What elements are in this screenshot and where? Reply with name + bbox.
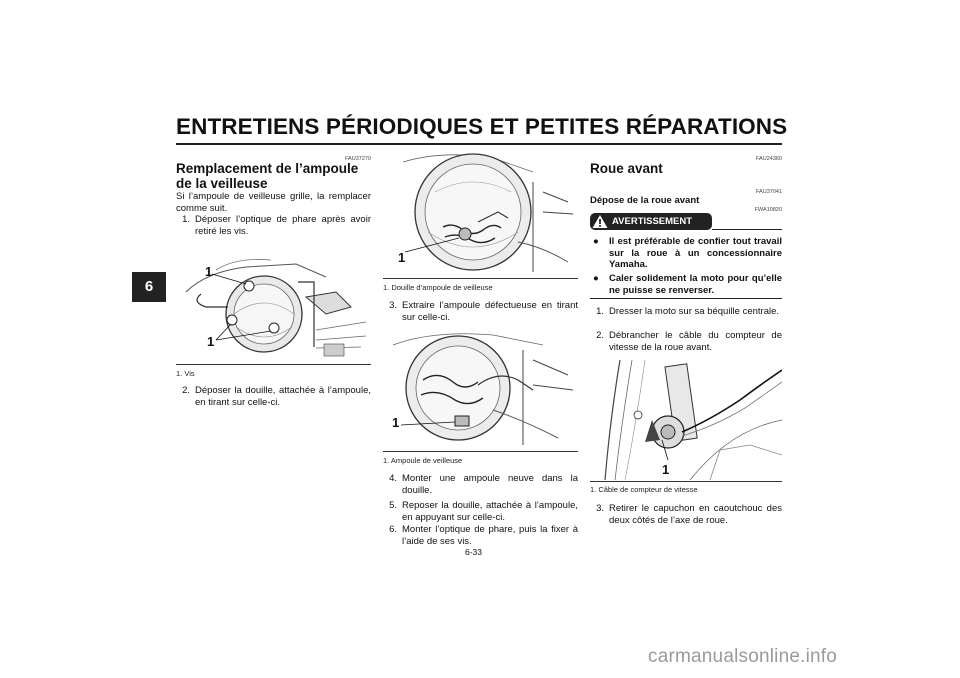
step-number: 4.: [389, 473, 397, 484]
step-number: 6.: [389, 524, 397, 535]
step-text: Reposer la douille, attachée à l’ampoule…: [402, 500, 578, 523]
step-number: 3.: [389, 300, 397, 311]
step-text: Dresser la moto sur sa béquille centrale…: [609, 306, 780, 317]
warning-rule: [712, 229, 782, 230]
step-number: 1.: [182, 214, 190, 225]
step-text: Déposer la douille, attachée à l’ampoule…: [195, 385, 371, 408]
step-text: Extraire l’ampoule défectueuse en tirant…: [402, 300, 578, 323]
warning-bullet-2: ● Caler solidement la moto pour qu’elle …: [590, 273, 782, 296]
warning-code: FWA10820: [754, 207, 782, 213]
step-5: 5. Reposer la douille, attachée à l’ampo…: [383, 500, 578, 523]
step-6: 6. Monter l’optique de phare, puis la fi…: [383, 524, 578, 547]
page-header-title: ENTRETIENS PÉRIODIQUES ET PETITES RÉPARA…: [176, 114, 788, 139]
headlight-screws-illustration: [176, 252, 371, 362]
step-1: 1. Dresser la moto sur sa béquille centr…: [590, 306, 782, 318]
page-number: 6-33: [465, 547, 483, 557]
section-heading: Roue avant: [590, 161, 663, 176]
bullet-icon: ●: [593, 273, 599, 284]
step-number: 2.: [596, 330, 604, 341]
caption-rule: [383, 278, 578, 279]
figure-caption: 1. Câble de compteur de vitesse: [590, 485, 698, 494]
figure-caption: 1. Ampoule de veilleuse: [383, 456, 463, 465]
header-rule: [176, 143, 782, 145]
step-number: 3.: [596, 503, 604, 514]
step-text: Déposer l’optique de phare après avoir r…: [195, 214, 371, 237]
warning-bottom-rule: [590, 298, 782, 299]
callout-1: 1: [392, 415, 400, 430]
step-number: 5.: [389, 500, 397, 511]
step-text: Monter l’optique de phare, puis la fixer…: [402, 524, 578, 547]
caption-rule: [590, 481, 782, 482]
bullet-icon: ●: [593, 236, 599, 247]
chapter-tab: 6: [132, 272, 166, 302]
step-text: Débrancher le câble du compteur de vites…: [609, 330, 782, 353]
step-text: Monter une ampoule neuve dans la douille…: [402, 473, 578, 496]
intro-text: Si l’ampoule de veilleuse grille, la rem…: [176, 191, 371, 214]
bullet-text: Caler solidement la moto pour qu’elle ne…: [609, 273, 782, 296]
figure-caption: 1. Douille d’ampoule de veilleuse: [383, 283, 493, 292]
bulb-socket-illustration: [383, 152, 578, 277]
step-1: 1. Déposer l’optique de phare après avoi…: [176, 214, 371, 237]
step-2: 2. Déposer la douille, attachée à l’ampo…: [176, 385, 371, 408]
warning-triangle-icon: [592, 215, 608, 228]
warning-label: AVERTISSEMENT: [612, 216, 693, 227]
warning-badge: AVERTISSEMENT: [590, 213, 712, 230]
watermark-link[interactable]: carmanualsonline.info: [648, 646, 838, 667]
step-3: 3. Extraire l’ampoule défectueuse en tir…: [383, 300, 578, 323]
step-3: 3. Retirer le capuchon en caoutchouc des…: [590, 503, 782, 526]
speedometer-cable-illustration: [590, 360, 782, 480]
step-2: 2. Débrancher le câble du compteur de vi…: [590, 330, 782, 353]
step-number: 1.: [596, 306, 604, 317]
callout-1: 1: [662, 462, 670, 477]
callout-1: 1: [398, 250, 406, 265]
step-text: Retirer le capuchon en caoutchouc des de…: [609, 503, 782, 526]
section-code: FAU37270: [345, 156, 371, 162]
callout-1-top: 1: [205, 264, 213, 279]
caption-rule: [176, 364, 371, 365]
step-number: 2.: [182, 385, 190, 396]
section-code: FAU24360: [756, 156, 782, 162]
subheading: Dépose de la roue avant: [590, 195, 700, 206]
section-heading: Remplacement de l’ampoule de la veilleus…: [176, 161, 359, 191]
section-code: FAU37041: [756, 189, 782, 195]
caption-rule: [383, 451, 578, 452]
bulb-removal-illustration: [383, 330, 578, 450]
bullet-text: Il est préférable de confier tout travai…: [609, 236, 782, 270]
step-4: 4. Monter une ampoule neuve dans la doui…: [383, 473, 578, 496]
figure-caption: 1. Vis: [176, 369, 195, 378]
warning-bullet-1: ● Il est préférable de confier tout trav…: [590, 236, 782, 271]
callout-1-bottom: 1: [207, 334, 215, 349]
